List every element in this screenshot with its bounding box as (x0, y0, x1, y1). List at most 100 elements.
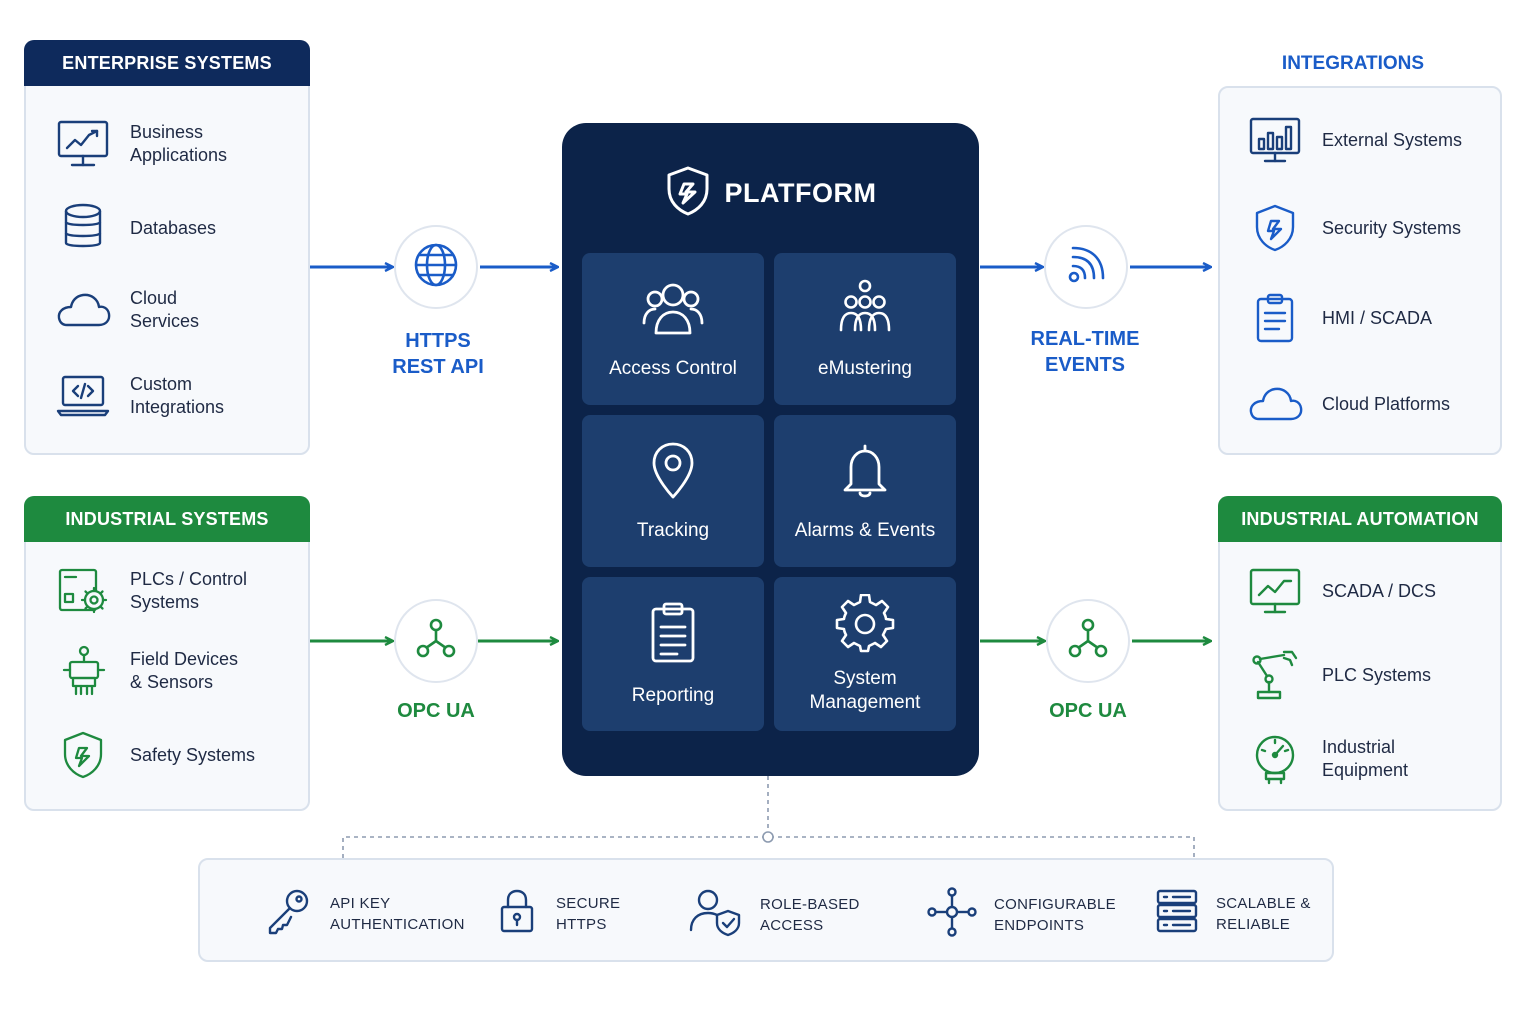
enterprise-systems-panel (24, 40, 310, 455)
industrial-item-field-devices: Field Devices & Sensors (52, 640, 238, 702)
gear-icon (835, 593, 895, 659)
sensor-device-icon (52, 640, 114, 702)
laptop-code-icon (52, 365, 114, 427)
integrations-item-security-systems: Security Systems (1244, 197, 1461, 259)
opc-left-connector-node (394, 599, 478, 683)
clipboard-icon (1244, 287, 1306, 349)
industrial-item-plcs: PLCs / Control Systems (52, 560, 247, 622)
module-label: Alarms & Events (794, 519, 936, 541)
security-shield-icon (1244, 197, 1306, 259)
feature-label: SCALABLE & RELIABLE (1216, 894, 1311, 933)
industrial-systems-header: INDUSTRIAL SYSTEMS (24, 496, 310, 542)
integrations-item-label: Security Systems (1322, 217, 1462, 238)
key-icon (264, 886, 314, 941)
network-node-icon (1063, 614, 1113, 669)
integrations-item-cloud-platforms: Cloud Platforms (1244, 373, 1450, 435)
realtime-connector-node (1044, 225, 1128, 309)
feature-label: API KEY AUTHENTICATION (330, 894, 465, 933)
realtime-connector-label: REAL-TIME EVENTS (1030, 328, 1140, 376)
opc-right-connector-label: OPC UA (1049, 700, 1127, 722)
bar-chart-monitor-icon (1244, 109, 1306, 171)
opc-left-connector-label: OPC UA (397, 700, 475, 722)
network-node-icon (411, 614, 461, 669)
features-bar (198, 858, 1334, 962)
industrial-item-label: Field Devices & Sensors (130, 649, 239, 692)
https-connector-label: HTTPS REST API (392, 330, 484, 378)
platform-title: PLATFORM (562, 161, 979, 225)
integrations-item-hmi-scada: HMI / SCADA (1244, 287, 1432, 349)
enterprise-item-databases: Databases (52, 197, 216, 259)
enterprise-item-label: Custom Integrations (130, 374, 225, 417)
integrations-header: INTEGRATIONS (1281, 53, 1425, 74)
industrial-automation-header: INDUSTRIAL AUTOMATION (1218, 496, 1502, 542)
industrial-item-label: PLCs / Control Systems (130, 569, 248, 612)
enterprise-systems-header: ENTERPRISE SYSTEMS (24, 40, 310, 86)
opc-right-connector-node (1046, 599, 1130, 683)
enterprise-item-custom-integrations: Custom Integrations (52, 365, 224, 427)
platform-title-text: PLATFORM (724, 177, 877, 208)
module-reporting[interactable]: Reporting (582, 577, 764, 731)
gauge-icon (1244, 728, 1306, 790)
industrial-automation-panel (1218, 496, 1502, 811)
globe-icon (411, 240, 461, 295)
automation-item-industrial-equipment: Industrial Equipment (1244, 728, 1408, 790)
enterprise-item-label: Cloud Services (130, 288, 200, 331)
safety-shield-icon (52, 724, 114, 786)
industrial-item-safety-systems: Safety Systems (52, 724, 255, 786)
module-tracking[interactable]: Tracking (582, 415, 764, 567)
dashed-feature-bracket (342, 836, 1195, 858)
module-label: Tracking (636, 519, 710, 541)
monitor-chart-icon (52, 113, 114, 175)
group-icon (830, 278, 900, 343)
server-icon (1154, 886, 1200, 941)
users-icon (638, 278, 708, 343)
signal-icon (1061, 240, 1111, 295)
integrations-item-label: HMI / SCADA (1322, 307, 1433, 328)
feature-scalable-reliable: SCALABLE & RELIABLE (1154, 886, 1311, 941)
enterprise-item-label: Business Applications (130, 122, 228, 165)
cloud-icon (1244, 373, 1306, 435)
bell-icon (835, 440, 895, 505)
module-alarms-events[interactable]: Alarms & Events (774, 415, 956, 567)
feature-label: CONFIGURABLE ENDPOINTS (994, 895, 1116, 934)
module-label: Reporting (631, 684, 715, 706)
feature-secure-https: SECURE HTTPS (494, 886, 620, 941)
automation-item-plc-systems: PLC Systems (1244, 644, 1431, 706)
feature-label: SECURE HTTPS (556, 894, 621, 933)
monitor-trend-icon (1244, 560, 1306, 622)
enterprise-item-label: Databases (130, 217, 217, 238)
robot-arm-icon (1244, 644, 1306, 706)
module-access-control[interactable]: Access Control (582, 253, 764, 405)
location-pin-icon (643, 440, 703, 505)
enterprise-item-business-applications: Business Applications (52, 113, 227, 175)
industrial-item-label: Safety Systems (130, 744, 256, 765)
enterprise-item-cloud-services: Cloud Services (52, 279, 199, 341)
report-clipboard-icon (643, 601, 703, 670)
integrations-item-label: Cloud Platforms (1322, 393, 1451, 414)
user-shield-icon (688, 886, 744, 943)
module-label: eMustering (818, 357, 912, 379)
endpoints-icon (926, 886, 978, 943)
module-label: Access Control (609, 357, 737, 379)
feature-role-based-access: ROLE-BASED ACCESS (688, 886, 860, 943)
module-emustering[interactable]: eMustering (774, 253, 956, 405)
dashed-junction-node (762, 831, 774, 843)
feature-api-key: API KEY AUTHENTICATION (264, 886, 465, 941)
lock-icon (494, 886, 540, 941)
module-system-management[interactable]: System Management (774, 577, 956, 731)
integrations-item-external-systems: External Systems (1244, 109, 1462, 171)
platform-shield-icon (665, 165, 711, 222)
platform-panel: PLATFORM Access Control eMustering Track… (562, 123, 979, 776)
module-label: System Management (809, 667, 921, 713)
feature-configurable-endpoints: CONFIGURABLE ENDPOINTS (926, 886, 1116, 943)
automation-item-label: SCADA / DCS (1322, 580, 1437, 601)
automation-item-scada-dcs: SCADA / DCS (1244, 560, 1436, 622)
feature-label: ROLE-BASED ACCESS (760, 895, 860, 934)
https-connector-node (394, 225, 478, 309)
plc-gear-icon (52, 560, 114, 622)
integrations-item-label: External Systems (1322, 129, 1463, 150)
automation-item-label: PLC Systems (1322, 664, 1432, 685)
database-icon (52, 197, 114, 259)
cloud-icon (52, 279, 114, 341)
